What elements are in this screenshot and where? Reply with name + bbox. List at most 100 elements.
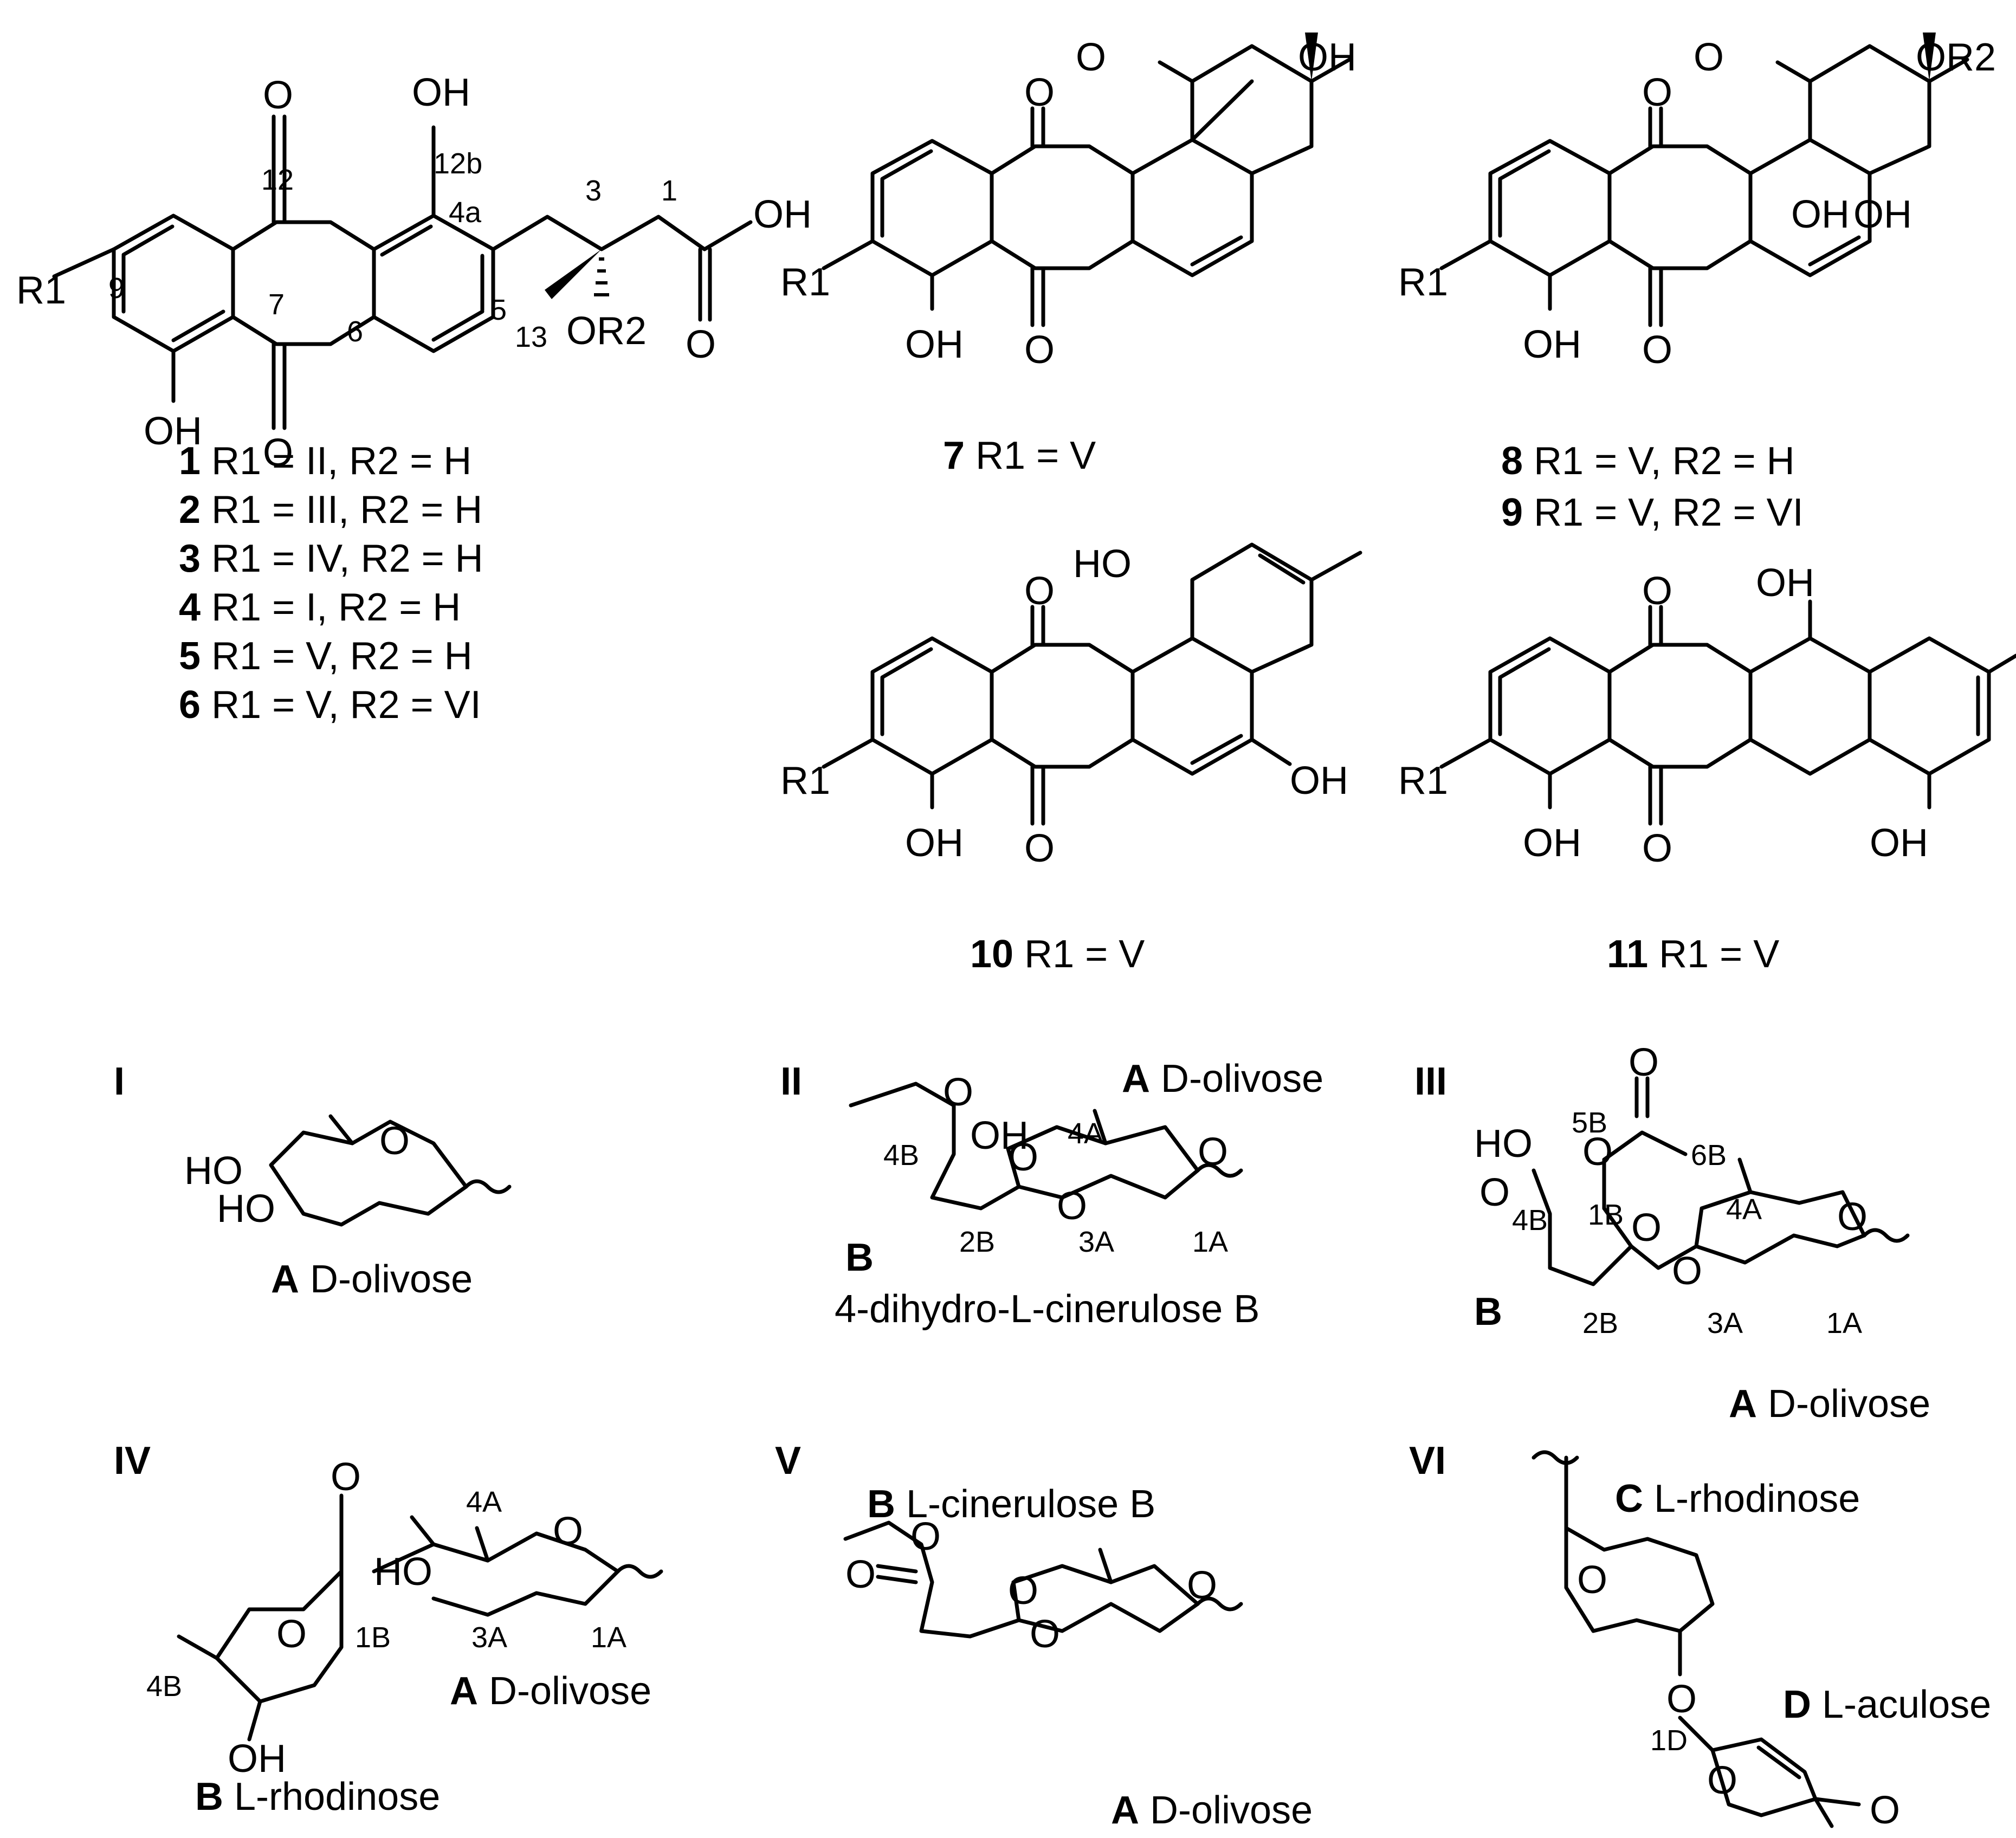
svg-text:O: O: [1479, 1171, 1510, 1214]
svg-text:4B: 4B: [146, 1670, 182, 1703]
svg-text:II: II: [780, 1060, 802, 1103]
structure-compound-11: [1439, 599, 2016, 826]
svg-text:HO: HO: [1073, 542, 1132, 586]
structure-compound-10: [822, 542, 1362, 826]
structure-compound-7: [822, 33, 1352, 327]
svg-text:O: O: [1024, 328, 1055, 372]
svg-text:O: O: [1076, 36, 1106, 79]
svg-text:4A: 4A: [466, 1486, 502, 1518]
svg-text:4B: 4B: [1512, 1204, 1548, 1237]
structure-compound-10-labels: O O HO OH OH R1: [780, 542, 1348, 870]
svg-text:OH: OH: [1853, 193, 1912, 236]
svg-text:O: O: [1024, 827, 1055, 870]
svg-text:OR2: OR2: [1916, 36, 1996, 79]
svg-text:OH: OH: [905, 821, 964, 865]
structure-compounds-8-9-labels: O O O OR2 OH OH OH R1: [1398, 36, 1996, 372]
svg-text:IV: IV: [114, 1439, 151, 1483]
svg-text:3A: 3A: [471, 1621, 507, 1654]
compound-label-11: 11 R1 = V: [1607, 933, 1779, 976]
sugar-I: I O HO HO A D-olivose: [114, 1060, 512, 1301]
svg-text:B: B: [845, 1236, 874, 1279]
svg-text:OH: OH: [412, 71, 470, 114]
svg-text:D L-aculose: D L-aculose: [1783, 1683, 1991, 1726]
svg-text:O: O: [553, 1510, 583, 1553]
svg-text:O: O: [1057, 1185, 1087, 1228]
svg-text:1A: 1A: [591, 1621, 626, 1654]
svg-text:O: O: [1008, 1569, 1038, 1613]
svg-text:9: 9: [108, 272, 125, 305]
svg-text:O: O: [1642, 569, 1672, 613]
svg-text:OH: OH: [144, 410, 202, 453]
svg-text:R1: R1: [780, 759, 830, 802]
svg-text:O: O: [1024, 71, 1055, 114]
svg-text:2B: 2B: [959, 1226, 995, 1258]
svg-text:HO: HO: [217, 1187, 275, 1231]
svg-text:I: I: [114, 1060, 125, 1103]
svg-text:O: O: [1694, 36, 1724, 79]
compound-list-1-6: 1 R1 = II, R2 = H 2 R1 = III, R2 = H 3 R…: [179, 439, 483, 727]
svg-text:4B: 4B: [883, 1139, 919, 1172]
svg-text:1D: 1D: [1650, 1724, 1688, 1757]
svg-text:VI: VI: [1409, 1439, 1446, 1483]
svg-text:OH: OH: [1290, 759, 1348, 802]
svg-text:O: O: [1582, 1130, 1613, 1174]
svg-text:O: O: [1870, 1789, 1900, 1832]
sugar-V: V O O O O O B L-cinerulose B A D-olivose: [775, 1439, 1313, 1832]
svg-text:6 R1 = V, R2 = VI: 6 R1 = V, R2 = VI: [179, 683, 481, 727]
svg-text:HO: HO: [1474, 1122, 1533, 1166]
svg-text:OH: OH: [1523, 821, 1581, 865]
sugar-III: III O O HO O O O O 5B 6B 1B 4B 4A 2B 3A …: [1414, 1041, 1930, 1426]
svg-text:1: 1: [661, 174, 677, 207]
sugar-IV: IV O O HO O OH 4A 3A 1A 1B 4B A D-olivos…: [114, 1439, 663, 1818]
svg-text:OH: OH: [970, 1114, 1029, 1157]
svg-text:O: O: [1629, 1041, 1659, 1084]
svg-text:2B: 2B: [1582, 1307, 1618, 1339]
svg-text:1B: 1B: [355, 1621, 391, 1654]
svg-text:A D-olivose: A D-olivose: [1111, 1789, 1313, 1832]
svg-text:3: 3: [585, 174, 602, 207]
svg-text:A D-olivose: A D-olivose: [450, 1669, 651, 1713]
svg-text:O: O: [1008, 1136, 1038, 1179]
svg-text:5 R1 = V, R2 = H: 5 R1 = V, R2 = H: [179, 635, 473, 678]
structure-compounds-1-6: [52, 114, 753, 430]
svg-text:4 R1 = I, R2 = H: 4 R1 = I, R2 = H: [179, 586, 461, 629]
svg-text:O: O: [943, 1071, 973, 1114]
compound-number: 1: [179, 439, 201, 483]
svg-text:O: O: [1837, 1195, 1868, 1239]
svg-text:O: O: [331, 1455, 361, 1499]
svg-text:OH: OH: [1870, 821, 1928, 865]
svg-text:8 R1 = V, R2 = H: 8 R1 = V, R2 = H: [1501, 439, 1795, 483]
svg-text:O: O: [1642, 71, 1672, 114]
svg-text:9 R1 = V, R2 = VI: 9 R1 = V, R2 = VI: [1501, 491, 1804, 534]
svg-text:O: O: [1187, 1564, 1217, 1607]
svg-text:12: 12: [261, 164, 294, 196]
svg-text:A D-olivose: A D-olivose: [1122, 1057, 1323, 1101]
structure-compound-7-labels: O O O OH OH R1: [780, 36, 1356, 372]
structure-compounds-8-9: [1439, 33, 1969, 327]
svg-text:1A: 1A: [1826, 1307, 1862, 1339]
svg-text:O: O: [1642, 328, 1672, 372]
svg-text:12b: 12b: [434, 147, 482, 180]
svg-text:OH: OH: [1523, 323, 1581, 366]
svg-text:R1: R1: [1398, 759, 1448, 802]
structure-compounds-1-6-labels: O O OH OH R1 O OH OR2 12 12b 3 1 4a 5 6 …: [16, 71, 812, 475]
svg-text:O: O: [276, 1613, 307, 1656]
svg-text:OH: OH: [1791, 193, 1850, 236]
svg-text:O: O: [1666, 1678, 1697, 1721]
svg-text:1B: 1B: [1588, 1199, 1624, 1231]
svg-text:R1: R1: [780, 261, 830, 304]
svg-text:6: 6: [347, 315, 363, 348]
svg-text:C L-rhodinose: C L-rhodinose: [1615, 1477, 1860, 1520]
svg-text:4-dihydro-L-cinerulose B: 4-dihydro-L-cinerulose B: [835, 1287, 1259, 1331]
svg-text:B: B: [1474, 1290, 1502, 1334]
svg-text:O: O: [379, 1119, 410, 1163]
svg-text:OR2: OR2: [566, 309, 647, 353]
svg-text:O: O: [845, 1553, 876, 1596]
svg-text:5: 5: [490, 294, 507, 326]
svg-text:O: O: [686, 323, 716, 366]
svg-text:O: O: [263, 431, 293, 475]
svg-text:O: O: [263, 74, 293, 117]
svg-text:B L-cinerulose B: B L-cinerulose B: [867, 1483, 1155, 1526]
svg-text:4A: 4A: [1068, 1117, 1103, 1150]
